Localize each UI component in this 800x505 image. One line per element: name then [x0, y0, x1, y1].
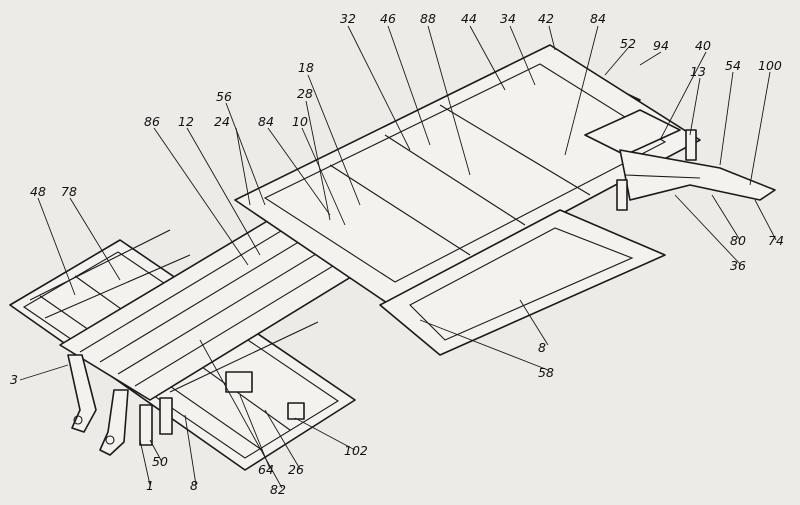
callout-48: 48	[30, 184, 46, 199]
callout-40: 40	[695, 38, 711, 53]
callout-80: 80	[730, 233, 746, 248]
rear-brackets	[67, 354, 305, 456]
callout-1: 1	[146, 478, 154, 493]
callout-8-bottom: 8	[190, 478, 198, 493]
callout-24: 24	[214, 114, 230, 129]
callout-labels: 32 46 88 44 34 42 84 52 94 40 13 54 100 …	[10, 11, 784, 497]
callout-42: 42	[538, 11, 554, 26]
callout-8-right: 8	[538, 340, 546, 355]
callout-52: 52	[620, 36, 636, 51]
callout-86: 86	[144, 114, 160, 129]
callout-46: 46	[380, 11, 396, 26]
callout-36: 36	[730, 258, 746, 273]
callout-102: 102	[344, 443, 368, 458]
callout-13: 13	[690, 64, 706, 79]
callout-84-mid: 84	[258, 114, 274, 129]
callout-94: 94	[653, 38, 669, 53]
callout-18: 18	[298, 60, 314, 75]
callout-74: 74	[768, 233, 784, 248]
side-extension	[379, 209, 666, 356]
callout-84-top: 84	[590, 11, 606, 26]
callout-12: 12	[178, 114, 194, 129]
callout-88: 88	[420, 11, 436, 26]
callout-10: 10	[292, 114, 308, 129]
upper-deck	[234, 44, 701, 306]
leader-lines	[19, 25, 777, 489]
callout-44: 44	[461, 11, 477, 26]
callout-28: 28	[297, 86, 313, 101]
callout-78: 78	[61, 184, 77, 199]
callout-32: 32	[340, 11, 356, 26]
callout-3: 3	[10, 372, 18, 387]
callout-100: 100	[758, 58, 782, 73]
callout-34: 34	[500, 11, 516, 26]
callout-64: 64	[258, 462, 274, 477]
callout-26: 26	[288, 462, 304, 477]
callout-82: 82	[270, 482, 286, 497]
callout-50: 50	[152, 454, 168, 469]
callout-56: 56	[216, 89, 232, 104]
callout-54: 54	[725, 58, 741, 73]
callout-58: 58	[538, 365, 554, 380]
